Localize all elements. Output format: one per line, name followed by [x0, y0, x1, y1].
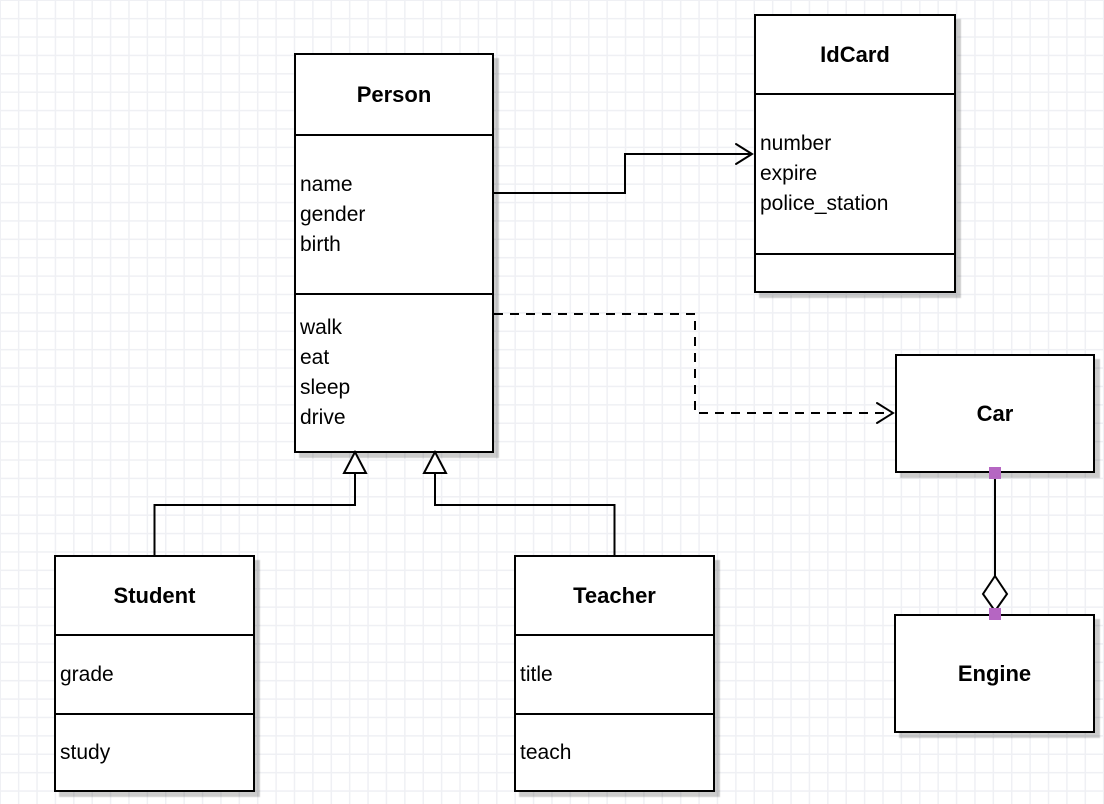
hollow-triangle-arrowhead	[422, 449, 448, 474]
hollow-triangle-arrowhead	[342, 449, 368, 474]
method: sleep	[300, 376, 351, 399]
attribute: number	[760, 132, 832, 155]
attribute: police_station	[760, 192, 889, 215]
edge-dependency-person-car[interactable]	[494, 313, 895, 424]
class-title: Teacher	[573, 582, 656, 608]
class-methods: teach	[516, 713, 713, 790]
class-title: IdCard	[820, 41, 890, 67]
class-box-student[interactable]: Student grade study	[54, 555, 255, 792]
class-methods-empty	[756, 253, 954, 291]
attribute: birth	[300, 232, 341, 256]
edge-association-person-idcard[interactable]	[494, 143, 754, 194]
open-arrowhead	[735, 143, 754, 165]
hollow-diamond-arrowhead	[981, 574, 1009, 613]
class-box-person[interactable]: Person name gender birth walk eat sleep …	[294, 53, 494, 453]
connection-point-handle[interactable]	[989, 467, 1001, 479]
class-box-idcard[interactable]: IdCard number expire police_station	[754, 14, 956, 293]
class-box-teacher[interactable]: Teacher title teach	[514, 555, 715, 792]
class-attributes: grade	[56, 634, 253, 713]
class-methods: walk eat sleep drive	[296, 293, 492, 451]
attribute: expire	[760, 162, 818, 185]
class-title: Person	[356, 81, 432, 107]
attribute: name	[300, 172, 353, 196]
edge-aggregation-car-engine[interactable]	[981, 467, 1009, 620]
class-title: Student	[113, 582, 196, 608]
attribute: grade	[60, 662, 114, 686]
class-box-engine[interactable]: Engine	[894, 614, 1095, 733]
attribute: gender	[300, 202, 366, 226]
class-methods: study	[56, 713, 253, 790]
method: walk	[300, 316, 343, 339]
class-title: Car	[976, 400, 1014, 426]
class-attributes: name gender birth	[296, 134, 492, 293]
attribute: title	[520, 662, 553, 686]
edge-generalization-teacher-person[interactable]	[422, 449, 616, 555]
class-box-car[interactable]: Car	[895, 354, 1095, 473]
class-attributes: title	[516, 634, 713, 713]
class-attributes: number expire police_station	[756, 93, 954, 253]
connection-point-handle[interactable]	[989, 608, 1001, 620]
method: drive	[300, 406, 346, 429]
method: eat	[300, 346, 330, 369]
method: study	[60, 740, 111, 764]
class-title: Engine	[957, 660, 1032, 686]
edge-generalization-student-person[interactable]	[153, 449, 368, 555]
open-arrowhead	[876, 402, 895, 424]
method: teach	[520, 740, 572, 764]
